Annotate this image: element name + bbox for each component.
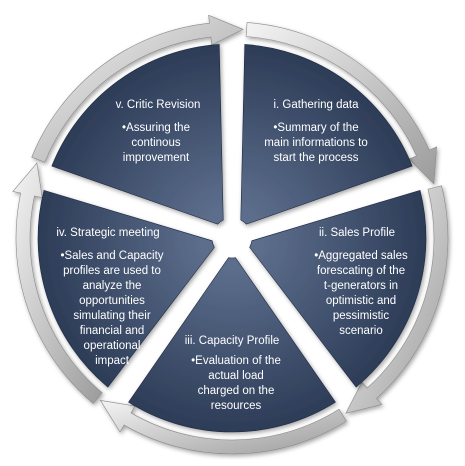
cycle-arrow-3: [99, 400, 347, 455]
cycle-arrow-2: [345, 185, 449, 414]
segment-4-title: iv. Strategic meeting: [56, 227, 159, 239]
segment-1-line-3: start the process: [273, 152, 358, 164]
segment-labels: i. Gathering data •Summary of the main i…: [56, 99, 408, 412]
segment-2-line-4: optimistic and: [326, 295, 396, 307]
segment-4-shape: [37, 189, 215, 388]
cycle-arrow-5: [31, 14, 244, 163]
segment-3-title: iii. Capacity Profile: [185, 335, 280, 347]
segment-2-title: ii. Sales Profile: [319, 227, 395, 239]
segment-2-line-1: •Aggregated sales: [314, 250, 408, 262]
cycle-arrows: [12, 14, 449, 455]
segment-3-line-1: •Evaluation of the: [191, 355, 281, 367]
segment-3-shape: [128, 257, 336, 433]
segment-1-title: i. Gathering data: [273, 99, 359, 111]
segment-2-line-2: forescating of the: [317, 265, 405, 277]
segment-2-line-3: t-generators in: [324, 280, 398, 292]
segment-2-line-5: pessimistic: [333, 310, 389, 322]
segment-4-line-7: operational: [84, 340, 141, 352]
segment-5-line-3: improvement: [123, 152, 190, 164]
segment-4-line-6: financial and: [80, 325, 145, 337]
segment-4-label: iv. Strategic meeting •Sales and Capacit…: [56, 227, 163, 367]
segment-1-shape: [240, 44, 413, 225]
segment-3-line-4: resources: [211, 400, 262, 412]
segment-3-line-2: actual load: [208, 370, 264, 382]
segment-1-line-2: main informations to: [264, 137, 368, 149]
segment-5-line-2: continous: [131, 137, 180, 149]
segment-5-title: v. Critic Revision: [116, 99, 201, 111]
segment-1-line-1: •Summary of the: [273, 122, 358, 134]
segment-4-line-4: opportunities: [79, 295, 145, 307]
segment-4-line-8: impact: [95, 355, 130, 367]
cycle-segments: [37, 44, 427, 433]
segment-4-line-1: •Sales and Capacity: [60, 250, 163, 262]
segment-5-line-1: •Assuring the: [122, 122, 190, 134]
segment-4-line-3: analyze the: [83, 280, 142, 292]
segment-2-shape: [249, 189, 427, 388]
cycle-arrow-1: [245, 22, 437, 185]
segment-2-line-6: scenario: [339, 325, 382, 337]
segment-1-label: i. Gathering data •Summary of the main i…: [264, 99, 368, 164]
segment-4-line-2: profiles are used to: [63, 265, 161, 277]
segment-5-shape: [51, 44, 224, 225]
segment-2-label: ii. Sales Profile •Aggregated sales fore…: [314, 227, 408, 337]
segment-3-line-3: charged on the: [198, 385, 275, 397]
segment-4-line-5: simulating their: [73, 310, 151, 322]
segment-3-label: iii. Capacity Profile •Evaluation of the…: [185, 335, 281, 412]
cycle-arrow-4: [12, 162, 103, 404]
segment-5-label: v. Critic Revision •Assuring the contino…: [116, 99, 201, 164]
